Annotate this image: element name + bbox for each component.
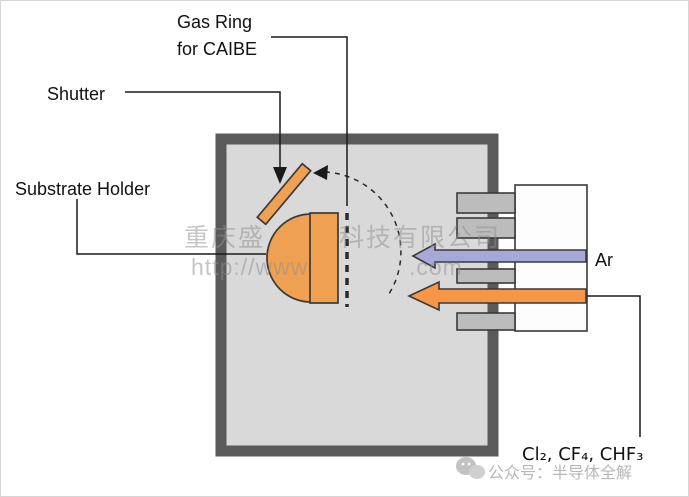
gas-ring-label: Gas Ring for CAIBE [177, 9, 257, 63]
shutter-arrowhead [273, 167, 287, 184]
watermark-url-right: .com [409, 254, 463, 280]
grid-bar [456, 192, 516, 214]
watermark-company-left: 重庆盛 [184, 224, 266, 252]
reactive-gas-arrow [407, 280, 587, 312]
gas-ring-label-line1: Gas Ring [177, 12, 253, 32]
substrate-leader-line [76, 199, 266, 255]
rotation-arc [324, 171, 402, 298]
substrate-holder-plate [309, 212, 339, 304]
gas-ring-leader-line [271, 36, 348, 206]
shutter-label: Shutter [47, 84, 106, 104]
watermark-company-right: 科技有限公司 [339, 224, 502, 252]
rotation-arc-arrowhead [313, 165, 328, 180]
gases-label: Cl₂, CF₄, CHF₃ [522, 444, 644, 465]
substrate-holder-label: Substrate Holder [15, 179, 151, 199]
ar-gas-arrow [411, 242, 587, 270]
grid-bar [456, 217, 516, 239]
shutter-shape [256, 162, 312, 226]
substrate-holder-dome [266, 213, 312, 303]
wechat-icon [456, 457, 485, 479]
gas-ring-label-line2: for CAIBE [177, 39, 258, 59]
ion-source-grids [456, 192, 516, 331]
watermark-url-left: http://www [191, 254, 309, 280]
gases-leader-line [587, 295, 641, 437]
ar-label: Ar [595, 250, 613, 270]
grid-bar [456, 268, 516, 284]
grid-bar [456, 312, 516, 331]
shutter-leader-line [125, 91, 281, 169]
watermark-account: 公众号：半导体全解 [488, 465, 633, 482]
